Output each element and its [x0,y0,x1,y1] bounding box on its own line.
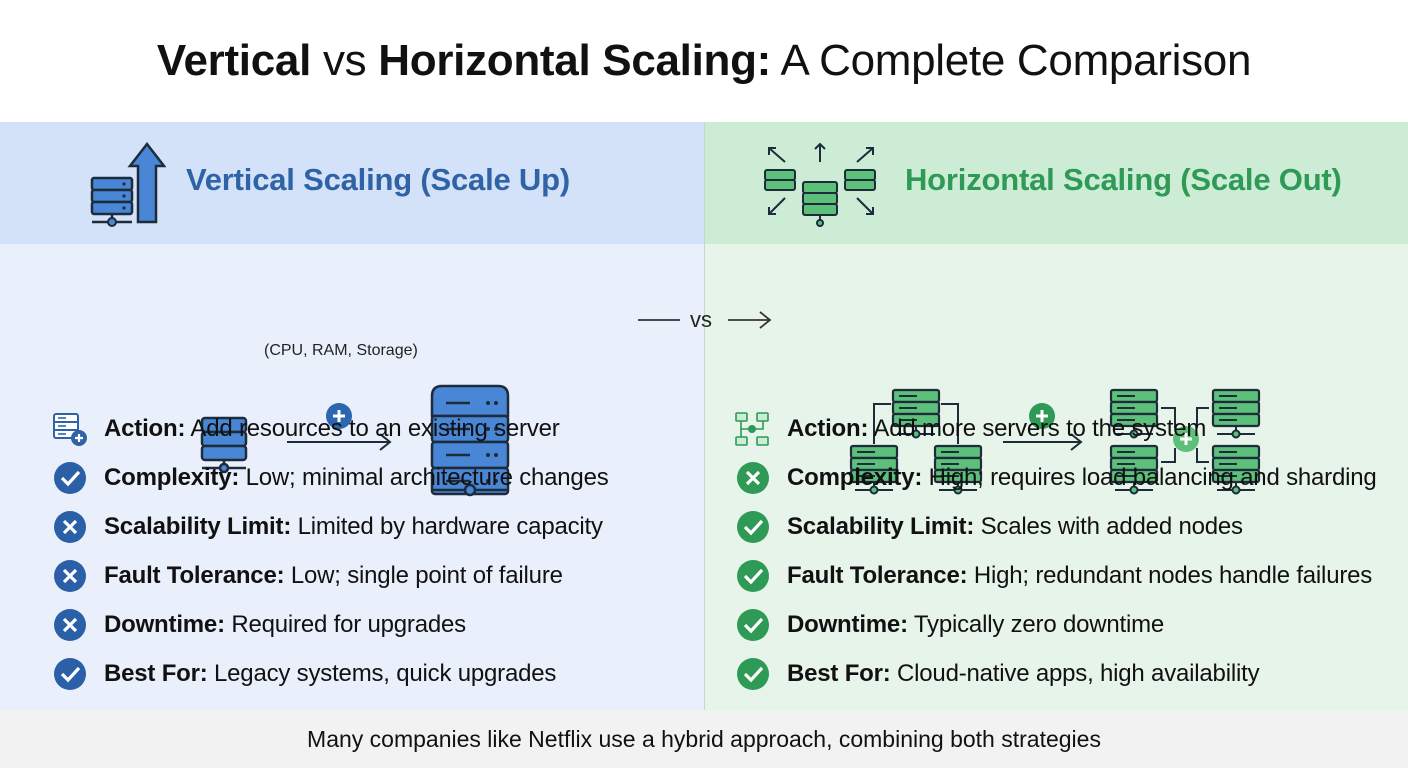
horizontal-heading: Horizontal Scaling (Scale Out) [905,162,1342,197]
vertical-scaling-panel: Vertical Scaling (Scale Up) [0,122,704,710]
item-label: Downtime: [104,610,225,638]
cross-icon [737,461,769,494]
item-text: Required for upgrades [224,610,466,638]
servers-expand-icon [764,142,876,227]
panel-divider [704,122,705,710]
item-label: Best For: [104,659,208,687]
item-label: Downtime: [787,610,908,638]
item-label: Action: [104,414,186,442]
horizontal-scaling-panel: Horizontal Scaling (Scale Out) [705,122,1408,710]
list-item: Fault Tolerance: High; redundant nodes h… [735,551,1377,600]
item-label: Scalability Limit: [787,512,975,540]
list-item: Downtime: Typically zero downtime [735,600,1377,649]
item-text: Add more servers to the system [868,414,1207,442]
page-title: Vertical vs Horizontal Scaling: A Comple… [0,0,1408,122]
cross-icon [54,608,86,641]
item-text: Limited by hardware capacity [291,512,603,540]
list-item: Fault Tolerance: Low; single point of fa… [52,551,609,600]
item-text: Scales with added nodes [974,512,1243,540]
vs-label: vs [690,307,712,332]
cross-icon [54,559,86,592]
server-add-icon [53,412,87,446]
item-text: High; requires load balancing and shardi… [922,463,1377,491]
vs-arrow [638,311,772,329]
cross-icon [54,510,86,543]
item-text: High; redundant nodes handle failures [967,561,1373,589]
list-item: Complexity: Low; minimal architecture ch… [52,453,609,502]
check-icon [737,657,769,690]
title-subtitle: A Complete Comparison [771,36,1252,85]
server-cluster-before [849,388,983,495]
horizontal-comparison-list: Action: Add more servers to the system C… [735,404,1377,698]
list-item: Scalability Limit: Limited by hardware c… [52,502,609,551]
check-icon [737,559,769,592]
item-text: Legacy systems, quick upgrades [207,659,557,687]
item-label: Action: [787,414,869,442]
title-vs: vs [311,36,379,85]
item-text: Cloud-native apps, high availability [890,659,1260,687]
list-item: Action: Add more servers to the system [735,404,1377,453]
title-horizontal: Horizontal Scaling: [378,36,772,85]
item-text: Low; single point of failure [284,561,563,589]
plus-icon [1029,403,1055,429]
list-item: Action: Add resources to an existing ser… [52,404,609,453]
horizontal-panel-header: Horizontal Scaling (Scale Out) [705,122,1408,244]
item-text: Typically zero downtime [907,610,1165,638]
horizontal-scaling-diagram [849,388,1261,495]
list-item: Downtime: Required for upgrades [52,600,609,649]
plus-icon [326,403,352,429]
check-icon [54,461,86,494]
item-label: Fault Tolerance: [787,561,968,589]
vertical-heading: Vertical Scaling (Scale Up) [186,162,570,197]
check-icon [54,657,86,690]
check-icon [737,510,769,543]
small-server-icon [200,416,248,474]
list-item: Best For: Legacy systems, quick upgrades [52,649,609,698]
network-nodes-icon [735,411,769,446]
server-cluster-after [1109,388,1261,495]
check-icon [737,608,769,641]
item-label: Fault Tolerance: [104,561,285,589]
list-item: Scalability Limit: Scales with added nod… [735,502,1377,551]
item-label: Complexity: [787,463,923,491]
title-vertical: Vertical [156,36,312,85]
item-text: Low; minimal architecture changes [239,463,609,491]
scale-out-arrow-icon [1003,433,1083,451]
item-label: Best For: [787,659,891,687]
vertical-scaling-diagram [200,384,510,497]
item-label: Complexity: [104,463,240,491]
footer-note: Many companies like Netflix use a hybrid… [0,710,1408,768]
item-text: Add resources to an existing server [185,414,560,442]
list-item: Complexity: High; requires load balancin… [735,453,1377,502]
server-up-arrow-icon [90,141,166,227]
resources-caption: (CPU, RAM, Storage) [264,342,418,359]
upgrade-arrow-icon [287,433,392,451]
item-label: Scalability Limit: [104,512,292,540]
vertical-comparison-list: Action: Add resources to an existing ser… [52,404,609,698]
vertical-panel-header: Vertical Scaling (Scale Up) [0,122,704,244]
list-item: Best For: Cloud-native apps, high availa… [735,649,1377,698]
